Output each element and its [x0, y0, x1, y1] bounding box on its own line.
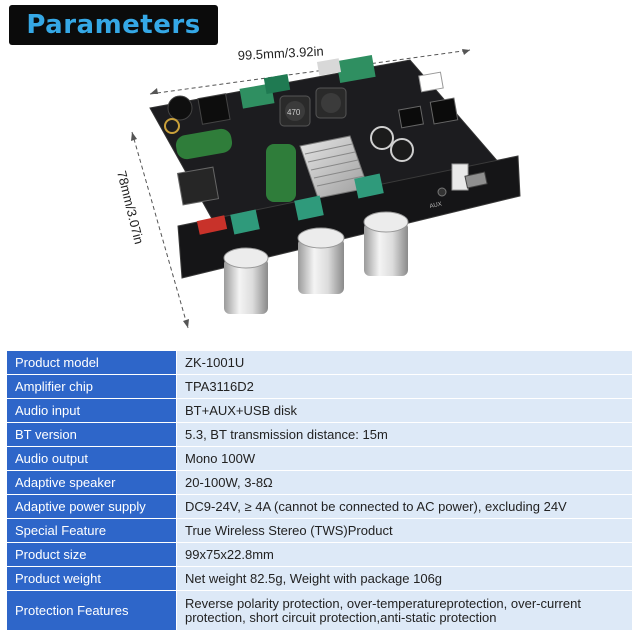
spec-value: Net weight 82.5g, Weight with package 10…: [176, 566, 633, 591]
product-illustration: 99.5mm/3.92in 78mm/3.07in 470: [0, 46, 640, 344]
page-title: Parameters: [26, 10, 201, 40]
usb-port: [464, 171, 488, 189]
title-banner: Parameters: [9, 5, 218, 45]
spec-value: Mono 100W: [176, 446, 633, 471]
spec-value: BT+AUX+USB disk: [176, 398, 633, 423]
spec-label: Product size: [6, 542, 177, 567]
inductor-left: 470: [279, 95, 311, 127]
spec-value: 5.3, BT transmission distance: 15m: [176, 422, 633, 447]
capacitor-left: [175, 128, 233, 160]
heatsink: [299, 135, 369, 199]
capacitor-center: [266, 144, 296, 202]
spec-label: Adaptive speaker: [6, 470, 177, 495]
spec-label: BT version: [6, 422, 177, 447]
knob-center: [297, 227, 345, 294]
svg-text:470: 470: [287, 108, 301, 117]
aux-jack: [437, 187, 447, 197]
spec-label: Product model: [6, 350, 177, 375]
width-label: 99.5mm/3.92in: [237, 46, 324, 63]
spec-label: Amplifier chip: [6, 374, 177, 399]
svg-text:AUX: AUX: [429, 202, 442, 210]
knob-right: [363, 211, 409, 276]
spec-value: DC9-24V, ≥ 4A (cannot be connected to AC…: [176, 494, 633, 519]
height-label: 78mm/3.07in: [114, 169, 147, 246]
knob-left: [223, 247, 269, 314]
spec-label: Audio output: [6, 446, 177, 471]
spec-label: Protection Features: [6, 590, 177, 631]
height-dimension: 78mm/3.07in: [114, 131, 189, 329]
inductor-right: [315, 87, 347, 119]
spec-value: 20-100W, 3-8Ω: [176, 470, 633, 495]
spec-value: 99x75x22.8mm: [176, 542, 633, 567]
spec-value: Reverse polarity protection, over-temper…: [176, 590, 633, 631]
spec-label: Adaptive power supply: [6, 494, 177, 519]
spec-value: True Wireless Stereo (TWS)Product: [176, 518, 633, 543]
spec-label: Audio input: [6, 398, 177, 423]
front-panel: [177, 155, 521, 279]
spec-value: TPA3116D2: [176, 374, 633, 399]
board-drawing: 99.5mm/3.92in 78mm/3.07in 470: [114, 46, 521, 329]
spec-label: Product weight: [6, 566, 177, 591]
width-dimension: 99.5mm/3.92in: [149, 46, 471, 95]
spec-label: Special Feature: [6, 518, 177, 543]
spec-value: ZK-1001U: [176, 350, 633, 375]
